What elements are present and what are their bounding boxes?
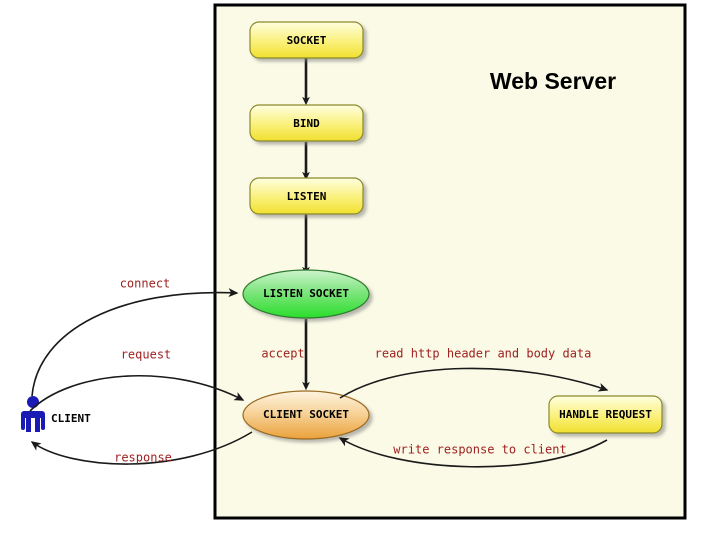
node-listen[interactable]: LISTEN bbox=[249, 177, 364, 215]
node-client-socket-label: CLIENT SOCKET bbox=[263, 408, 349, 421]
node-bind-shape bbox=[249, 104, 364, 142]
node-listen-shape bbox=[249, 177, 364, 215]
client-body-icon bbox=[21, 411, 45, 432]
node-client-socket-shape bbox=[242, 390, 370, 440]
node-handle-request[interactable]: HANDLE REQUEST bbox=[548, 395, 663, 434]
node-client-socket[interactable]: CLIENT SOCKET bbox=[242, 390, 370, 440]
client-actor-label: CLIENT bbox=[51, 412, 91, 425]
edge-response-path bbox=[30, 431, 253, 465]
client-head-icon bbox=[27, 396, 39, 408]
node-bind[interactable]: BIND bbox=[249, 104, 364, 142]
edge-write-label: write response to client bbox=[393, 443, 566, 457]
node-socket-label: SOCKET bbox=[287, 34, 327, 47]
client-actor[interactable]: CLIENT bbox=[21, 396, 91, 432]
node-listen-socket-label: LISTEN SOCKET bbox=[263, 287, 349, 300]
node-socket-shape bbox=[249, 21, 364, 59]
edge-request-path bbox=[29, 374, 245, 412]
page-title: Web Server bbox=[490, 68, 616, 94]
edge-read-label: read http header and body data bbox=[375, 347, 592, 361]
node-handle-request-label: HANDLE REQUEST bbox=[559, 408, 652, 421]
node-handle-request-shape bbox=[548, 395, 663, 434]
edge-response-label: response bbox=[114, 451, 172, 465]
node-listen-label: LISTEN bbox=[287, 190, 327, 203]
edge-connect-label: connect bbox=[120, 277, 171, 291]
edge-read-path bbox=[339, 367, 609, 399]
edge-request-label: request bbox=[121, 348, 172, 362]
node-bind-label: BIND bbox=[293, 117, 320, 130]
edge-connect-path bbox=[31, 288, 239, 397]
edge-accept-label: accept bbox=[261, 347, 304, 361]
edge-write-path bbox=[338, 437, 608, 468]
node-socket[interactable]: SOCKET bbox=[249, 21, 364, 59]
node-listen-socket[interactable]: LISTEN SOCKET bbox=[242, 269, 370, 319]
node-listen-socket-shape bbox=[242, 269, 370, 319]
